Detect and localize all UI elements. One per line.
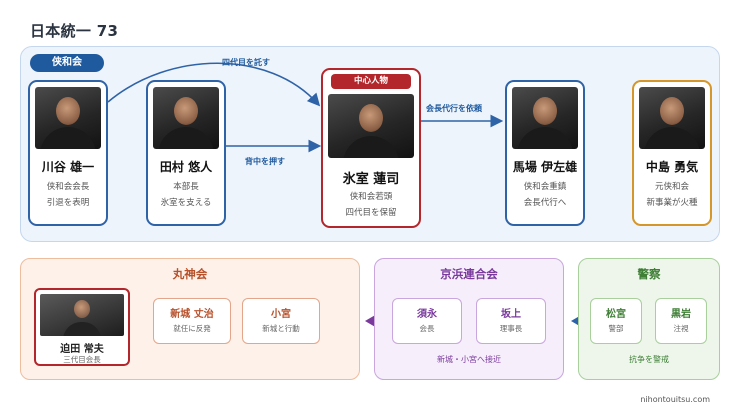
panel-title-marugami: 丸神会: [172, 267, 208, 281]
footer-url[interactable]: nihontouitsu.com: [640, 395, 710, 404]
card-kawatani[interactable]: 川谷 雄一 侠和会会長 引退を表明: [28, 80, 108, 226]
member-desc: 注視: [673, 324, 689, 333]
card-desc: 会長代行へ: [523, 198, 567, 208]
member-matsumiya[interactable]: 松宮 警部: [590, 298, 642, 344]
card-himuro[interactable]: 氷室 蓮司 侠和会若頭 四代目を保留: [321, 68, 421, 228]
portrait-kawatani: [35, 87, 101, 149]
card-desc: 侠和会会長: [46, 182, 90, 192]
panel-title-keihin: 京浜連合会: [440, 267, 498, 281]
card-desc: 侠和会重鎮: [523, 182, 567, 192]
card-sakoda[interactable]: 迫田 常夫 三代目会長: [34, 288, 130, 366]
card-name: 迫田 常夫: [60, 344, 104, 355]
edge-label-request: 会長代行を依頼: [426, 104, 482, 113]
portrait-baba: [512, 87, 578, 149]
edge-label-succession: 四代目を託す: [222, 58, 270, 67]
member-name: 坂上: [501, 309, 521, 320]
member-shinjo[interactable]: 新城 丈治 就任に反発: [153, 298, 231, 344]
member-desc: 新城と行動: [262, 324, 300, 333]
member-desc: 就任に反発: [173, 324, 211, 333]
portrait-tamura: [153, 87, 219, 149]
card-name: 中島 勇気: [645, 160, 699, 174]
member-name: 黒岩: [671, 309, 691, 320]
card-name: 馬場 伊左雄: [512, 160, 578, 174]
card-desc: 侠和会若頭: [349, 192, 393, 202]
card-name: 田村 悠人: [159, 160, 213, 174]
member-sunaga[interactable]: 須永 会長: [392, 298, 462, 344]
center-tag: 中心人物: [331, 74, 411, 89]
member-name: 小宮: [271, 309, 291, 320]
arrow-succession: [107, 62, 321, 107]
member-name: 須永: [417, 309, 437, 320]
portrait-himuro: [328, 94, 414, 158]
card-desc: 四代目を保留: [345, 208, 397, 218]
card-desc: 氷室を支える: [160, 198, 212, 208]
page-title: 日本統一 73: [30, 22, 119, 40]
member-kuroiwa[interactable]: 黒岩 注視: [655, 298, 707, 344]
member-name: 新城 丈治: [170, 309, 214, 320]
member-name: 松宮: [606, 309, 626, 320]
card-desc: 元侠和会: [654, 182, 689, 192]
card-nakajima[interactable]: 中島 勇気 元侠和会 新事業が火種: [632, 80, 712, 226]
member-desc: 理事長: [499, 324, 523, 333]
edge-label-push: 背中を押す: [245, 157, 285, 166]
portrait-sakoda: [40, 294, 124, 336]
member-sakagami[interactable]: 坂上 理事長: [476, 298, 546, 344]
card-desc: 新事業が火種: [646, 198, 698, 208]
card-desc: 引退を表明: [46, 198, 90, 208]
card-desc: 三代目会長: [63, 355, 101, 364]
panel-note-keihin: 新城・小宮へ接近: [437, 355, 501, 364]
portrait-nakajima: [639, 87, 705, 149]
card-tamura[interactable]: 田村 悠人 本部長 氷室を支える: [146, 80, 226, 226]
member-komiya[interactable]: 小宮 新城と行動: [242, 298, 320, 344]
member-desc: 警部: [608, 324, 624, 333]
card-name: 氷室 蓮司: [342, 172, 400, 187]
panel-title-police: 警察: [637, 267, 661, 281]
card-desc: 本部長: [173, 182, 199, 192]
card-baba[interactable]: 馬場 伊左雄 侠和会重鎮 会長代行へ: [505, 80, 585, 226]
group-tag-kyowakai: 侠和会: [30, 54, 104, 72]
card-name: 川谷 雄一: [41, 160, 95, 174]
panel-note-police: 抗争を警戒: [629, 355, 669, 364]
member-desc: 会長: [419, 324, 435, 333]
